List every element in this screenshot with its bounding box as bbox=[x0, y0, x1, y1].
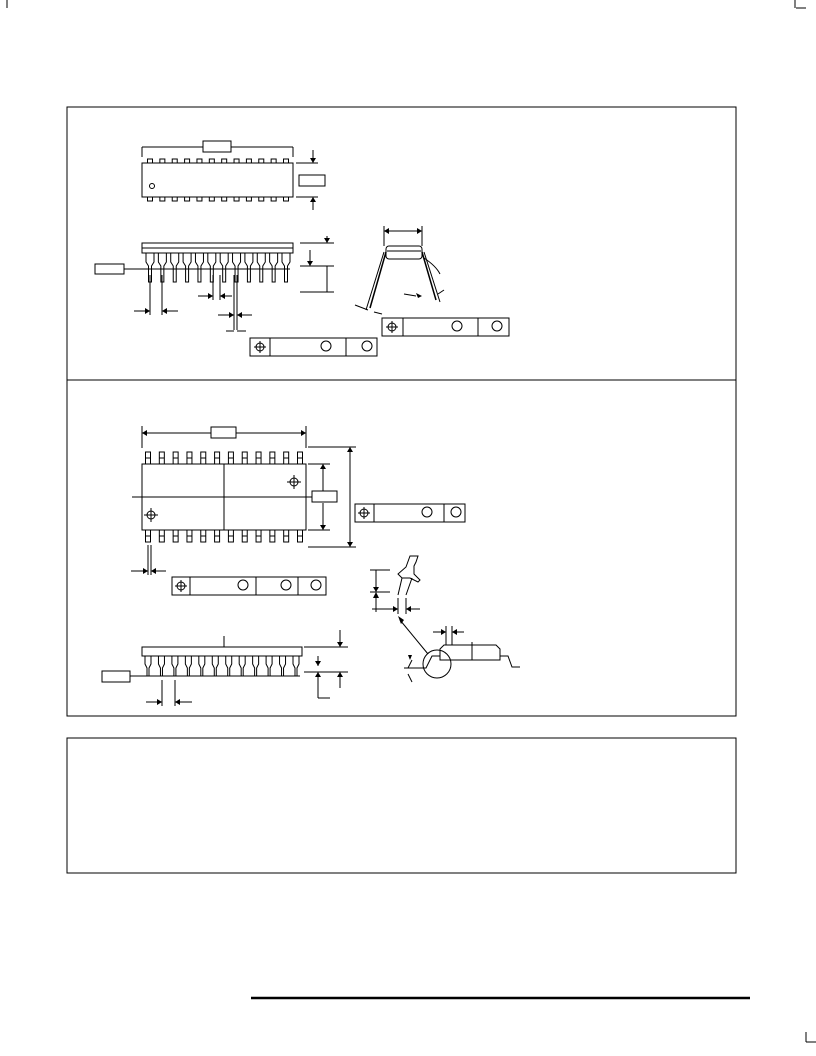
dip-body-top bbox=[141, 162, 294, 198]
circle-icon bbox=[237, 579, 249, 591]
soic-side-pin bbox=[171, 656, 179, 677]
dip-pin bbox=[233, 158, 240, 164]
dip-end-view bbox=[354, 226, 445, 315]
soic-side-pin bbox=[225, 656, 233, 677]
dip-pin bbox=[147, 158, 153, 164]
dip-pin bbox=[184, 196, 191, 202]
soic-side-pin bbox=[144, 656, 152, 677]
soic-side-pin bbox=[184, 656, 192, 677]
circle-icon bbox=[361, 340, 373, 352]
soic-datum-box bbox=[101, 670, 131, 683]
dip-pin bbox=[258, 158, 265, 164]
dip-pin bbox=[233, 196, 240, 202]
soic-side-pin bbox=[157, 656, 165, 677]
circle-icon bbox=[310, 579, 322, 591]
dip-pin bbox=[171, 196, 178, 202]
soic-side-pin bbox=[279, 656, 287, 677]
dip-pin bbox=[159, 158, 166, 164]
seating-plane-datum-box bbox=[94, 263, 125, 275]
pin1-marker-icon bbox=[149, 183, 155, 189]
dip-side-pin bbox=[269, 253, 279, 283]
soic-top-view bbox=[131, 426, 356, 575]
circle-icon bbox=[450, 506, 462, 518]
dip-pin bbox=[221, 196, 228, 202]
soic-side-view bbox=[101, 630, 348, 706]
dip-pin bbox=[283, 158, 289, 164]
soic-package-panel bbox=[66, 379, 737, 717]
dip-side-view bbox=[94, 236, 334, 332]
dip-end-body bbox=[385, 245, 423, 260]
dip-side-pin bbox=[244, 253, 254, 283]
dip-pin bbox=[245, 196, 252, 202]
circle-icon bbox=[491, 320, 503, 332]
dip-tolerance-frame-1 bbox=[381, 317, 510, 337]
dip-width-dimension-box bbox=[298, 174, 326, 187]
soic-end-view bbox=[398, 616, 520, 683]
dip-side-pin bbox=[256, 253, 266, 283]
dip-side-pin bbox=[219, 253, 229, 283]
dip-pin bbox=[258, 196, 265, 202]
soic-side-pin bbox=[238, 656, 246, 677]
crop-marks bbox=[6, 0, 816, 1043]
soic-side-pin bbox=[292, 656, 300, 677]
dip-length-dimension-box bbox=[202, 140, 232, 153]
circle-icon bbox=[451, 320, 463, 332]
dip-side-pin bbox=[194, 253, 204, 283]
dip-pin bbox=[184, 158, 191, 164]
dip-pin bbox=[196, 158, 203, 164]
dip-side-pin bbox=[182, 253, 192, 283]
soic-body-side bbox=[141, 646, 303, 657]
dip-side-pin bbox=[281, 253, 291, 283]
dip-tolerance-frame-2 bbox=[249, 337, 378, 357]
circle-icon bbox=[421, 506, 433, 518]
circle-icon bbox=[320, 340, 332, 352]
dip-side-pin bbox=[170, 253, 180, 283]
dip-side-pin bbox=[207, 253, 217, 283]
soic-body-width-dimension-box bbox=[311, 490, 338, 503]
dip-pin bbox=[245, 158, 252, 164]
dip-pin bbox=[159, 196, 166, 202]
soic-side-pin bbox=[211, 656, 219, 677]
soic-side-pin bbox=[265, 656, 273, 677]
dip-pin bbox=[270, 196, 277, 202]
dip-pin bbox=[283, 196, 289, 202]
lead-detail-callout-circle bbox=[422, 649, 452, 679]
dip-pin bbox=[147, 196, 153, 202]
soic-lead-detail bbox=[370, 555, 421, 614]
dip-top-view bbox=[141, 140, 326, 210]
dip-pin bbox=[208, 158, 215, 164]
soic-length-dimension-box bbox=[210, 426, 237, 439]
dip-pin bbox=[208, 196, 215, 202]
notes-panel bbox=[66, 737, 737, 874]
dip-pin bbox=[270, 158, 277, 164]
soic-tolerance-frame-2 bbox=[171, 576, 327, 596]
dip-pin bbox=[171, 158, 178, 164]
dip-pin bbox=[196, 196, 203, 202]
dip-pin bbox=[221, 158, 228, 164]
soic-side-pin bbox=[252, 656, 260, 677]
soic-side-pin bbox=[198, 656, 206, 677]
soic-tolerance-frame-1 bbox=[354, 503, 466, 523]
circle-icon bbox=[280, 579, 292, 591]
